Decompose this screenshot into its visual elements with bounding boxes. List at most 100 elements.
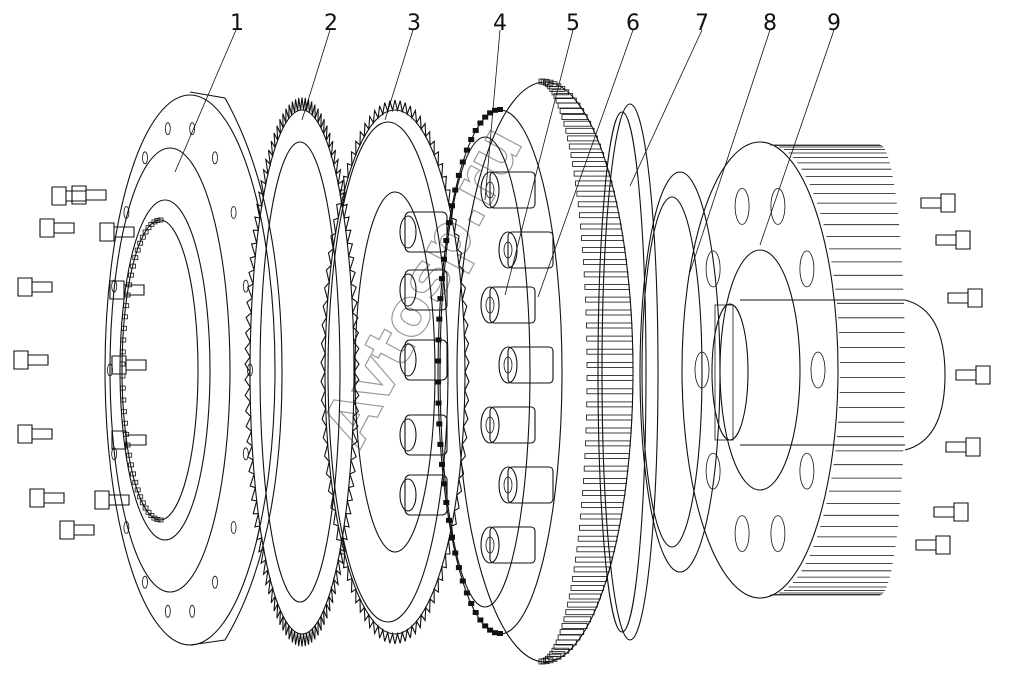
bolt-shank (945, 441, 966, 453)
spline-tooth (151, 515, 158, 521)
ring-tooth (557, 634, 581, 641)
ring-tooth (586, 388, 634, 395)
gear-cylinder (404, 474, 448, 516)
ring-tooth (567, 601, 598, 608)
bolt-head (965, 437, 981, 457)
roller-hub (485, 536, 495, 554)
spline-tooth (130, 263, 137, 269)
gear-cylinder-end (399, 418, 417, 452)
roller-end (480, 406, 500, 444)
gear-cylinder (404, 339, 448, 381)
spline-tooth (139, 234, 146, 240)
bolt-shank (66, 190, 87, 202)
ring-tooth (559, 108, 585, 114)
flange-hole (164, 122, 171, 136)
part-2-friction-disc (244, 97, 360, 647)
roller-hub (485, 416, 495, 434)
ring-tooth (551, 647, 570, 654)
spline-tooth (119, 361, 126, 367)
spline-tooth (128, 272, 135, 278)
bolt-shank (126, 434, 147, 446)
ring-tooth (557, 102, 581, 109)
ring-tooth (567, 135, 598, 142)
ring-tooth (563, 120, 592, 127)
drum-hole (705, 452, 721, 490)
part-4-5-carrier (439, 136, 554, 608)
label-2: 2 (324, 11, 338, 36)
drum-holes (694, 187, 826, 552)
spline-tooth (130, 471, 137, 477)
spline-tooth (139, 500, 146, 506)
gear-cylinder-end (399, 343, 417, 377)
spline-tooth (151, 219, 158, 225)
bolt-shank (915, 539, 936, 551)
spline-tooth (132, 479, 139, 485)
spline-tooth (154, 218, 161, 223)
ring-tooth (563, 616, 592, 623)
gear-cylinder (404, 211, 448, 253)
spline-tooth (134, 487, 141, 493)
spline-tooth (157, 517, 164, 523)
gear-cylinder-end (399, 478, 417, 512)
ring-tooth (586, 322, 633, 329)
flange-hole (242, 279, 249, 293)
ring-tooth (580, 223, 622, 230)
label-4: 4 (493, 11, 507, 36)
bolt-shank (28, 354, 49, 366)
bolt-shank (955, 369, 976, 381)
ring-tooth (568, 143, 601, 150)
bolt-shank (44, 492, 65, 504)
bolt-head (955, 230, 971, 250)
roller-end (480, 171, 500, 209)
spline-tooth (120, 397, 127, 403)
part-6-ring-gear (435, 78, 634, 665)
bolt-head (13, 350, 29, 370)
bolt-head (111, 430, 127, 450)
bolt-head (967, 288, 983, 308)
flange-hole (230, 521, 237, 534)
gear-cylinder (404, 269, 448, 311)
roller-hub (503, 241, 513, 259)
bolt-shank (920, 197, 941, 209)
label-5: 5 (566, 11, 580, 36)
spline-tooth (122, 314, 128, 320)
part-1-cover-flange (104, 91, 283, 646)
bolt-shank (32, 428, 53, 440)
bolt-shank (935, 234, 956, 246)
flange-hole (247, 363, 253, 377)
ring-tooth (559, 629, 585, 635)
drum-hole (734, 515, 750, 552)
spline-tooth (148, 221, 155, 227)
bolt-head (109, 280, 125, 300)
gear-cylinder (404, 414, 448, 456)
ring-tooth (582, 490, 626, 497)
roller (489, 286, 536, 324)
spline-tooth (122, 420, 128, 426)
flange-hole (212, 151, 218, 165)
roller (507, 346, 554, 384)
flange-hole (189, 122, 196, 136)
roller (489, 526, 536, 564)
bolts-left (13, 185, 147, 540)
ring-tooth (573, 170, 610, 177)
drum-hole (770, 187, 786, 225)
ring-tooth (586, 375, 634, 382)
roller-hub (503, 476, 513, 494)
ring-tooth (584, 283, 630, 290)
gear-cylinder-end (399, 273, 417, 307)
roller-end (480, 286, 500, 324)
drum-hole (770, 515, 786, 552)
flange-bolt-holes (107, 122, 253, 618)
spline-tooth (137, 240, 144, 246)
flange-hole (212, 575, 218, 589)
ring-tooth (568, 593, 601, 600)
spline-tooth (137, 494, 144, 500)
spline-tooth (134, 247, 141, 253)
bolt-head (940, 193, 956, 213)
ring-tooth (580, 513, 622, 520)
ring-tooth (584, 453, 630, 460)
ring-tooth (583, 271, 629, 278)
label-8: 8 (763, 11, 777, 36)
ring-tooth (585, 309, 632, 316)
flange-hole (230, 206, 237, 219)
